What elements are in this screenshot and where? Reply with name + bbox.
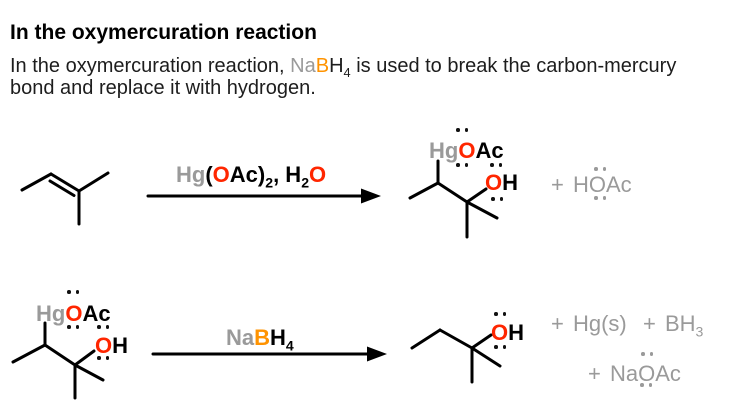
nabh4-b: B bbox=[315, 55, 330, 77]
bond bbox=[73, 363, 105, 382]
mercurial-alcohol-skeleton-bottom bbox=[11, 321, 105, 400]
bond bbox=[410, 328, 442, 350]
hydrogen-text: H bbox=[270, 325, 286, 350]
lone-pair-dots bbox=[456, 163, 468, 167]
hydrogen-text: H bbox=[112, 333, 129, 358]
oxygen-text: O bbox=[458, 138, 476, 163]
lone-pair-dots bbox=[490, 163, 502, 167]
bond-to-oh bbox=[465, 187, 488, 204]
plus-na-text: + Na bbox=[588, 361, 639, 386]
bh-text: + BH bbox=[643, 311, 696, 336]
oh-label-top: OH bbox=[485, 170, 518, 196]
double-bond-inner-line bbox=[48, 179, 76, 197]
body-text-line-2: bond and replace it with hydrogen. bbox=[10, 77, 316, 99]
bond bbox=[465, 200, 499, 220]
page-title: In the oxymercuration reaction bbox=[10, 21, 317, 44]
hydrogen-text: H bbox=[502, 170, 519, 195]
byproduct-naoac: + NaOAc bbox=[588, 361, 681, 387]
subscript: 4 bbox=[285, 337, 294, 354]
subscript: 2 bbox=[301, 174, 310, 191]
lone-pair-dots bbox=[641, 352, 653, 356]
subscript: 2 bbox=[265, 174, 274, 191]
ac-text: Ac bbox=[475, 138, 504, 163]
bond-to-oh bbox=[73, 349, 96, 367]
bond bbox=[49, 172, 81, 193]
plus-h-text: + H bbox=[551, 172, 589, 197]
na-text: Na bbox=[226, 325, 255, 350]
reaction-arrow-1 bbox=[146, 188, 381, 204]
body-text: is used to break the carbon-mercury bbox=[350, 55, 677, 77]
paren: ( bbox=[205, 162, 213, 187]
boron-text: B bbox=[254, 325, 271, 350]
bond bbox=[436, 181, 469, 204]
hgoac-label-top: HgOAc bbox=[429, 138, 504, 164]
body-text: In the oxymercuration reaction, bbox=[10, 55, 291, 77]
reagent-label-nabh4: NaBH4 bbox=[226, 325, 294, 353]
bond bbox=[438, 328, 474, 350]
oh-label-bottom-reactant: OH bbox=[95, 333, 128, 359]
lone-pair-dots bbox=[456, 128, 468, 132]
bond bbox=[408, 181, 440, 200]
lone-pair-dots bbox=[594, 167, 606, 171]
hg-text: Hg bbox=[36, 301, 66, 326]
hydrogen-text: H bbox=[508, 320, 525, 345]
lone-pair-dots bbox=[640, 383, 652, 387]
lone-pair-dots bbox=[67, 290, 79, 294]
bond bbox=[11, 343, 47, 364]
h2o-h-text: , H bbox=[273, 162, 302, 187]
subscript: 3 bbox=[695, 323, 704, 340]
nabh4-h: H bbox=[329, 55, 344, 77]
body-text-line-1: In the oxymercuration reaction, NaBH4 is… bbox=[10, 55, 676, 80]
byproduct-bh3: + BH3 bbox=[643, 311, 703, 339]
hg-text: Hg bbox=[429, 138, 459, 163]
lone-pair-dots bbox=[97, 356, 109, 360]
oxygen-text: O bbox=[588, 172, 606, 197]
oxygen-text: O bbox=[212, 162, 230, 187]
lone-pair-dots bbox=[494, 312, 506, 316]
arrow-head bbox=[367, 346, 387, 362]
ac-text: Ac bbox=[605, 172, 632, 197]
oxygen-text: O bbox=[95, 333, 113, 358]
byproduct-hoac: + HOAc bbox=[551, 172, 632, 198]
bond bbox=[20, 172, 53, 192]
byproduct-hg-s: + Hg(s) bbox=[551, 311, 627, 336]
bond bbox=[43, 343, 77, 367]
alcohol-skeleton bbox=[410, 328, 502, 384]
arrow-head bbox=[361, 188, 381, 204]
reaction-arrow-2 bbox=[151, 346, 387, 362]
alkene-skeleton bbox=[20, 171, 110, 226]
bond-to-oh bbox=[470, 333, 493, 350]
mercurial-alcohol-skeleton-top bbox=[408, 159, 499, 239]
oxygen-text: O bbox=[491, 320, 509, 345]
bond bbox=[470, 346, 502, 368]
oxygen-text: O bbox=[65, 301, 83, 326]
nabh4-na: Na bbox=[290, 55, 316, 77]
ac-text: Ac bbox=[655, 361, 681, 386]
hg-text: Hg bbox=[176, 162, 206, 187]
oxygen-text: O bbox=[309, 162, 327, 187]
oh-label-product: OH bbox=[491, 320, 524, 346]
hgoac-label-bottom: HgOAc bbox=[36, 301, 111, 327]
lone-pair-dots bbox=[494, 345, 506, 349]
ac-text: Ac) bbox=[229, 162, 266, 187]
oxygen-text: O bbox=[638, 361, 656, 386]
bond bbox=[77, 171, 110, 193]
oxygen-text: O bbox=[485, 170, 503, 195]
lone-pair-dots bbox=[594, 196, 606, 200]
lone-pair-dots bbox=[97, 325, 109, 329]
lone-pair-dots bbox=[67, 325, 79, 329]
ac-text: Ac bbox=[82, 301, 111, 326]
reagent-label-hgoac2-h2o: Hg(OAc)2, H2O bbox=[176, 162, 326, 190]
lone-pair-dots bbox=[491, 197, 503, 201]
nabh4-subscript: 4 bbox=[343, 65, 351, 80]
